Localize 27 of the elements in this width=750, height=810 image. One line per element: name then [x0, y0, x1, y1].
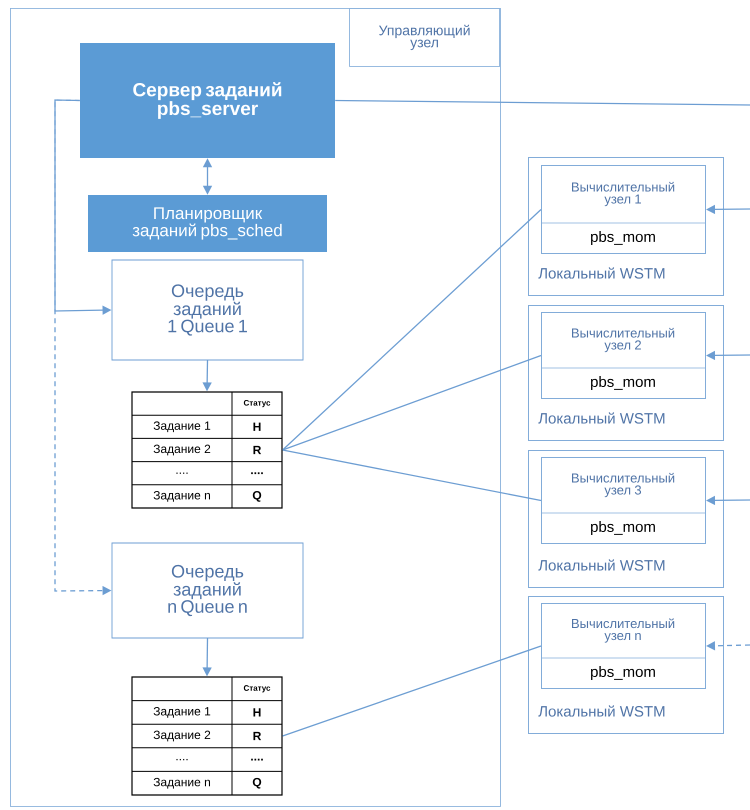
compute-node-box: Вычислительный узел 1 pbs_mom	[540, 165, 706, 254]
table-cell-text: Статус	[244, 400, 270, 408]
compute-node-box: Вычислительный узел 3 pbs_mom	[540, 457, 706, 544]
table-cell-text: Задание n	[154, 491, 210, 502]
table-cell-text: Q	[252, 778, 262, 789]
title-box: Управляющий узел	[349, 8, 500, 67]
table-cell-text: R	[253, 732, 262, 740]
table-cell-text: ....	[251, 472, 263, 474]
scheduler-box: Планировщик заданий pbs_sched	[88, 195, 327, 252]
table-cell-text: Задание 1	[154, 421, 210, 432]
table-cell-text: ....	[176, 472, 188, 474]
queue-box: Очередь заданий 1 Queue 1	[112, 260, 304, 360]
table-cell-text: Статус	[244, 685, 270, 692]
table-cell-text: R	[253, 446, 262, 454]
table-cell-text: Задание 1	[154, 707, 210, 718]
table-cell-text: Задание n	[154, 778, 210, 789]
compute-node-box: Вычислительный узел 2 pbs_mom	[540, 312, 706, 399]
server-box: Сервер заданий pbs_server	[80, 43, 335, 158]
table-cell-text: Задание 2	[154, 444, 210, 456]
table-cell-text: H	[253, 708, 261, 717]
table-cell-text: ....	[176, 758, 188, 760]
compute-node-box: Вычислительный узел n pbs_mom	[540, 603, 706, 689]
table-cell-text: H	[253, 422, 261, 431]
queue-box: Очередь заданий n Queue n	[112, 542, 304, 638]
table-cell-text: Q	[252, 491, 262, 502]
table-cell-text: ....	[251, 758, 263, 760]
table-cell-text: Задание 2	[154, 730, 210, 742]
